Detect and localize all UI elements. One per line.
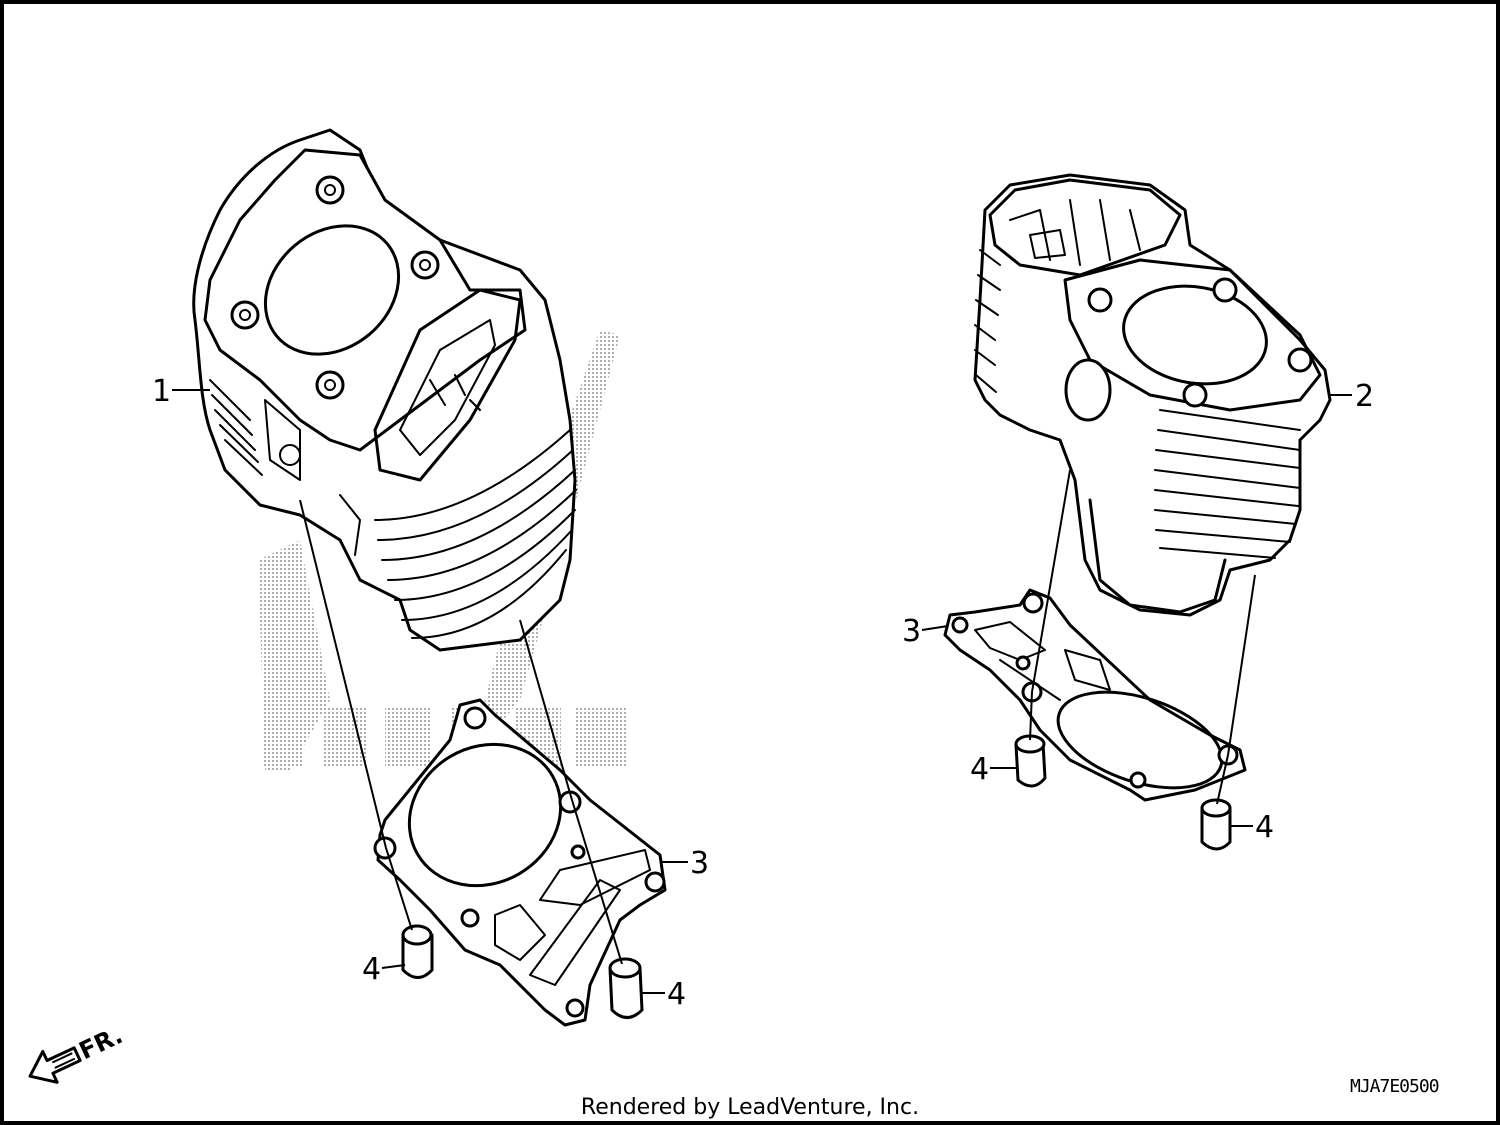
cylinder-base-gasket-rear[interactable] — [943, 588, 1247, 806]
callout-4-rear-a[interactable]: 4 — [970, 752, 989, 787]
callout-2[interactable]: 2 — [1355, 379, 1374, 414]
callout-leaders — [172, 389, 1352, 994]
cylinder-base-gasket-front[interactable] — [373, 698, 667, 1027]
arrow-icon — [28, 1046, 82, 1084]
callout-4-front-b[interactable]: 4 — [667, 977, 686, 1012]
front-label: FR. — [75, 1021, 127, 1065]
diagram-reference-code: MJA7E0500 — [1350, 1076, 1439, 1097]
dowel-pin-rear-b[interactable] — [1200, 798, 1232, 851]
alignment-lines — [299, 469, 1256, 965]
dowel-pin-front-b[interactable] — [608, 957, 644, 1019]
dowel-pin-front-a[interactable] — [401, 924, 434, 979]
callout-1[interactable]: 1 — [152, 374, 171, 409]
credit-text: Rendered by LeadVenture, Inc. — [581, 1095, 919, 1120]
cylinder-rear[interactable] — [973, 173, 1332, 617]
callout-3-rear[interactable]: 3 — [902, 614, 921, 649]
cylinder-front[interactable] — [192, 128, 577, 652]
callout-4-rear-b[interactable]: 4 — [1255, 810, 1274, 845]
front-arrow-indicator: FR. — [28, 1021, 127, 1084]
callout-4-front-a[interactable]: 4 — [362, 952, 381, 987]
dowel-pin-rear-a[interactable] — [1014, 734, 1047, 788]
callout-3-front[interactable]: 3 — [690, 846, 709, 881]
